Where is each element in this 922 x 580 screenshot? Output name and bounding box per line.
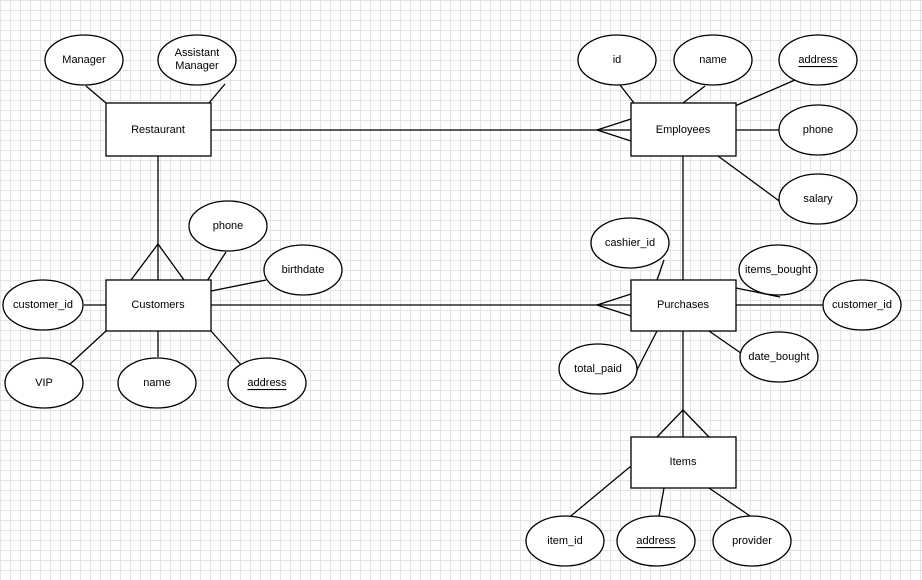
attr-link [708,487,751,517]
attribute-label: address [798,54,838,66]
attribute-label: id [613,54,622,66]
attribute-label: name [699,54,727,66]
attribute-customer-id[interactable]: customer_id [2,279,84,331]
attr-link [206,251,227,282]
attr-link [210,279,267,292]
attribute-name[interactable]: name [117,357,197,409]
crowfoot-customers [157,243,185,281]
attribute-label: date_bought [748,351,809,363]
entity-label: Purchases [657,299,709,311]
attribute-address-key[interactable]: address [778,34,858,86]
entity-label: Restaurant [131,124,185,136]
attribute-customer-id[interactable]: customer_id [822,279,902,331]
attribute-label: Manager [175,60,219,72]
attribute-label: birthdate [282,264,325,276]
attribute-provider[interactable]: provider [712,515,792,567]
attribute-label: address [636,535,676,547]
attribute-items-bought[interactable]: items_bought [738,244,818,296]
attr-link [67,330,107,367]
attribute-name[interactable]: name [673,34,753,86]
attribute-manager[interactable]: Manager [44,34,124,86]
attribute-label: Assistant [175,47,220,59]
attr-link [210,330,243,367]
entity-purchases[interactable]: Purchases [630,279,737,332]
attribute-label: Manager [62,54,106,66]
crowfoot-purchases [596,304,632,317]
attribute-vip[interactable]: VIP [4,357,84,409]
attribute-label: phone [213,220,244,232]
attribute-date-bought[interactable]: date_bought [739,331,819,383]
attribute-label: customer_id [832,299,892,311]
attr-link [85,85,107,104]
attr-link [734,79,796,107]
entity-employees[interactable]: Employees [630,102,737,157]
crowfoot-employees [596,118,632,131]
attribute-cashier-id[interactable]: cashier_id [590,217,670,269]
attribute-label: total_paid [574,363,622,375]
crowfoot-items [656,409,684,438]
entity-label: Items [670,456,697,468]
attribute-label: salary [803,193,833,205]
crowfoot-customers [130,243,159,281]
attr-link [208,83,226,104]
attr-link [636,330,658,371]
attr-link [735,287,781,298]
crowfoot-employees [596,129,632,142]
attr-link [682,85,706,104]
attr-link [656,259,665,281]
entity-items[interactable]: Items [630,436,737,489]
attribute-assistant-manager[interactable]: Assistant Manager [157,34,237,86]
attribute-label: cashier_id [605,237,655,249]
attribute-label: phone [803,124,834,136]
entity-label: Customers [131,299,185,311]
attr-link [717,155,787,207]
attribute-salary[interactable]: salary [778,173,858,225]
attribute-label: customer_id [13,299,73,311]
attribute-label: name [143,377,171,389]
attribute-phone[interactable]: phone [778,104,858,156]
attribute-birthdate[interactable]: birthdate [263,244,343,296]
attribute-label: items_bought [745,264,811,276]
attribute-address-key[interactable]: address [227,357,307,409]
attribute-item-id[interactable]: item_id [525,515,605,567]
crowfoot-purchases [596,293,632,306]
attribute-label: item_id [547,535,582,547]
attr-link [619,84,635,104]
attribute-id[interactable]: id [577,34,657,86]
attr-link [565,465,632,521]
attr-link [658,487,665,517]
entity-label: Employees [656,124,711,136]
connectors [67,79,824,521]
entity-customers[interactable]: Customers [105,279,212,332]
attribute-label: VIP [35,377,53,389]
entity-restaurant[interactable]: Restaurant [105,102,212,157]
attribute-label: address [247,377,287,389]
crowfoot-items [682,409,710,438]
attribute-total-paid[interactable]: total_paid [558,343,638,395]
attribute-address-key[interactable]: address [616,515,696,567]
attribute-label: provider [732,535,772,547]
attribute-phone[interactable]: phone [188,200,268,252]
